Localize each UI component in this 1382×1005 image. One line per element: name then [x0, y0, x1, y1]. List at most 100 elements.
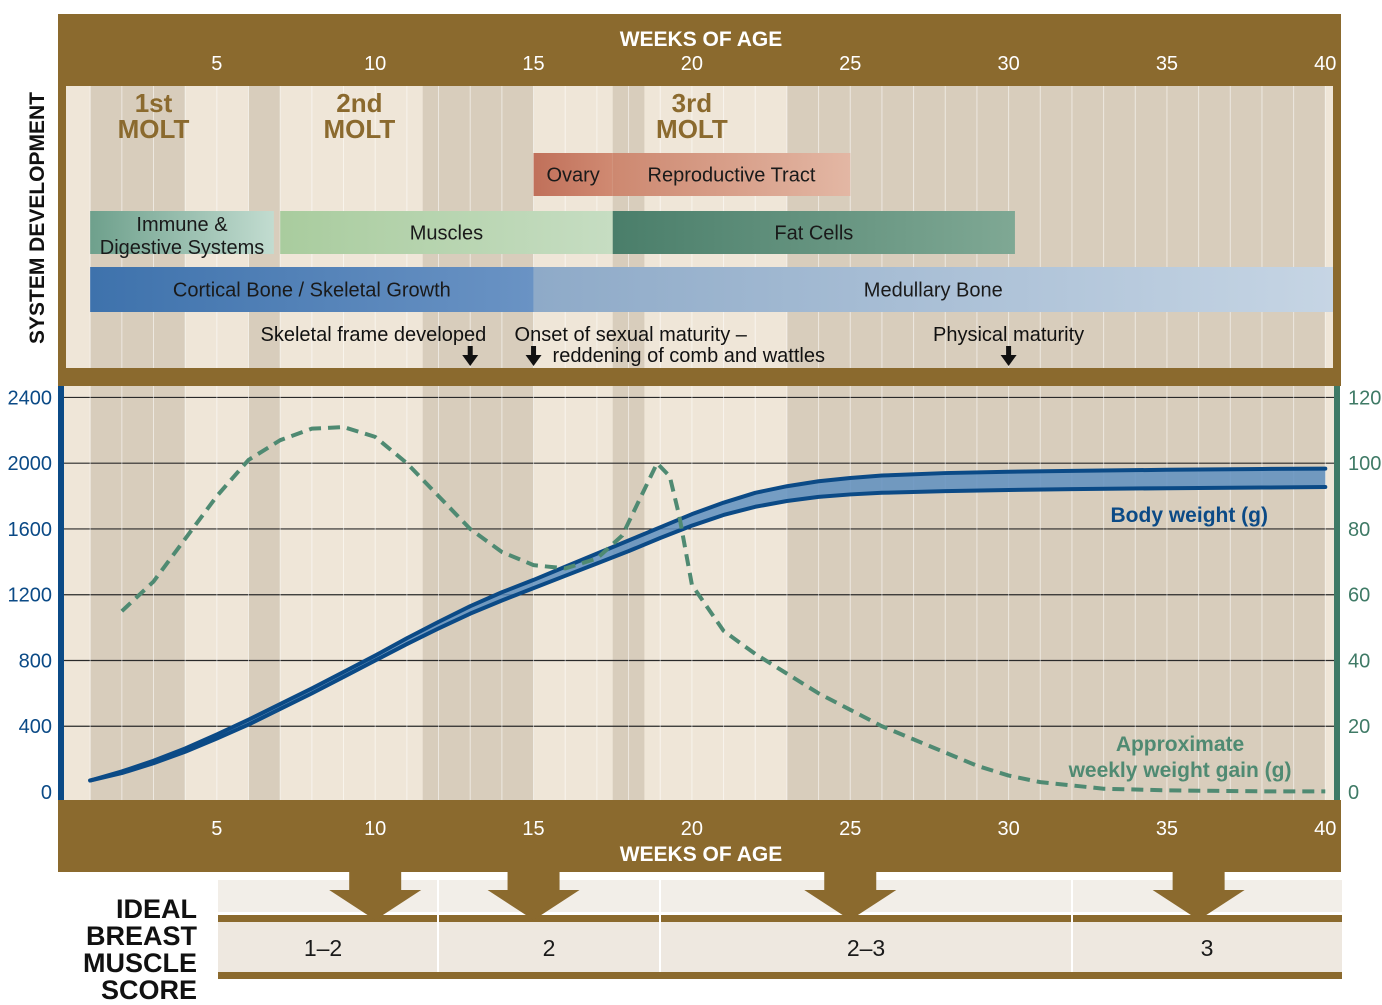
right-tick-label: 100 — [1348, 453, 1381, 475]
right-tick-label: 80 — [1348, 519, 1370, 541]
middle-frame-left — [58, 14, 66, 386]
right-tick-label: 0 — [1348, 782, 1359, 804]
series-layer — [88, 425, 1328, 794]
molt-word-1: MOLT — [324, 114, 396, 144]
top-axis-title: WEEKS OF AGE — [620, 28, 783, 51]
top-tick-label: 5 — [211, 53, 222, 75]
band-label: Immune & — [136, 214, 228, 236]
bottom-tick-label: 15 — [522, 818, 544, 840]
molt-word-2: MOLT — [656, 114, 728, 144]
annotation-text: Onset of sexual maturity – — [515, 324, 748, 346]
band-label: Digestive Systems — [100, 237, 265, 259]
top-frame — [58, 14, 1341, 86]
bottom-frame — [58, 800, 1341, 872]
top-tick-label: 30 — [997, 53, 1019, 75]
left-tick-label: 400 — [19, 716, 52, 738]
molt-word-0: MOLT — [118, 114, 190, 144]
weight-gain-label-line1: Approximate — [1116, 733, 1244, 756]
score-dividers — [437, 880, 1073, 972]
bottom-tick-label: 5 — [211, 818, 222, 840]
annotation-text: reddening of comb and wattles — [553, 345, 825, 367]
down-arrow-icon — [525, 355, 542, 366]
score-value: 3 — [1201, 935, 1214, 961]
score-arrow-icon — [824, 872, 877, 892]
score-arrow-icon — [804, 890, 897, 920]
annotation-text: Physical maturity — [933, 324, 1084, 346]
bottom-tick-label: 35 — [1156, 818, 1178, 840]
weight-gain-label-line2: weekly weight gain (g) — [1068, 759, 1292, 782]
middle-frame-right — [1333, 14, 1341, 386]
bottom-axis-title: WEEKS OF AGE — [620, 843, 783, 866]
right-tick-label: 20 — [1348, 716, 1370, 738]
score-title-line: BREAST — [86, 921, 198, 951]
system-development-title: SYSTEM DEVELOPMENT — [26, 92, 49, 344]
band-ovary — [533, 153, 613, 196]
band-medullary-bone — [533, 267, 1333, 312]
weekly-weight-gain-line — [120, 425, 1326, 794]
left-tick-label: 1200 — [8, 585, 53, 607]
left-tick-label: 0 — [41, 782, 52, 804]
score-arrow-icon — [1172, 872, 1225, 892]
down-arrow-icon — [1006, 346, 1012, 356]
middle-frame-bar — [58, 368, 1341, 386]
score-band-bottom-line — [218, 972, 1342, 979]
top-tick-label: 25 — [839, 53, 861, 75]
bottom-tick-label: 10 — [364, 818, 386, 840]
band-label: Reproductive Tract — [648, 165, 816, 187]
band-fat-cells — [612, 211, 1015, 254]
molt-number-0: 1st — [135, 88, 173, 118]
plot-shade-0 — [90, 386, 186, 800]
score-arrow-icon — [507, 872, 560, 892]
score-title-line: MUSCLE — [83, 948, 197, 978]
band-muscles — [280, 211, 613, 254]
down-arrow-icon — [462, 355, 479, 366]
down-arrow-icon — [467, 346, 473, 356]
score-band-top-line — [218, 915, 1342, 922]
right-tick-label: 120 — [1348, 387, 1381, 409]
top-tick-label: 40 — [1314, 53, 1336, 75]
right-tick-label: 60 — [1348, 585, 1370, 607]
band-label: Medullary Bone — [864, 280, 1003, 302]
top-tick-label: 20 — [681, 53, 703, 75]
left-tick-label: 2400 — [8, 387, 53, 409]
milestone-annotations: Skeletal frame developed Onset of sexual … — [261, 324, 1085, 367]
score-arrow-icon — [349, 872, 402, 892]
right-axis-ticks: 0 20 40 60 80 100 120 — [1348, 387, 1381, 804]
left-tick-label: 800 — [19, 650, 52, 672]
score-arrow-icon — [329, 890, 422, 920]
score-arrow-icon — [1152, 890, 1245, 920]
molt-number-1: 2nd — [336, 88, 382, 118]
down-arrow-icon — [531, 346, 537, 356]
band-reproductive-tract — [612, 153, 851, 196]
bottom-tick-label: 40 — [1314, 818, 1336, 840]
score-values: 1–2 2 2–3 3 — [304, 935, 1214, 961]
score-value: 2 — [543, 935, 556, 961]
down-arrow-icon — [1000, 355, 1017, 366]
score-value: 2–3 — [847, 935, 885, 961]
molt-number-2: 3rd — [672, 88, 712, 118]
plot-shade-4 — [786, 386, 1326, 800]
score-value: 1–2 — [304, 935, 342, 961]
top-tick-label: 15 — [522, 53, 544, 75]
bottom-tick-label: 30 — [997, 818, 1019, 840]
left-tick-label: 2000 — [8, 453, 53, 475]
left-axis-ticks: 0 400 800 1200 1600 2000 2400 — [8, 387, 53, 804]
band-label: Muscles — [410, 223, 483, 245]
body-weight-upper-line — [88, 466, 1328, 783]
top-tick-label: 35 — [1156, 53, 1178, 75]
right-tick-label: 40 — [1348, 650, 1370, 672]
band-cortical-bone-skeletal-growth — [90, 267, 534, 312]
left-axis-line — [58, 386, 64, 800]
score-arrows — [329, 872, 1245, 920]
bottom-tick-label: 25 — [839, 818, 861, 840]
left-tick-label: 1600 — [8, 519, 53, 541]
body-weight-label: Body weight (g) — [1111, 504, 1268, 527]
score-arrow-icon — [487, 890, 580, 920]
annotation-text: Skeletal frame developed — [261, 324, 487, 346]
score-band-fill — [218, 922, 1342, 972]
band-label: Fat Cells — [774, 223, 853, 245]
